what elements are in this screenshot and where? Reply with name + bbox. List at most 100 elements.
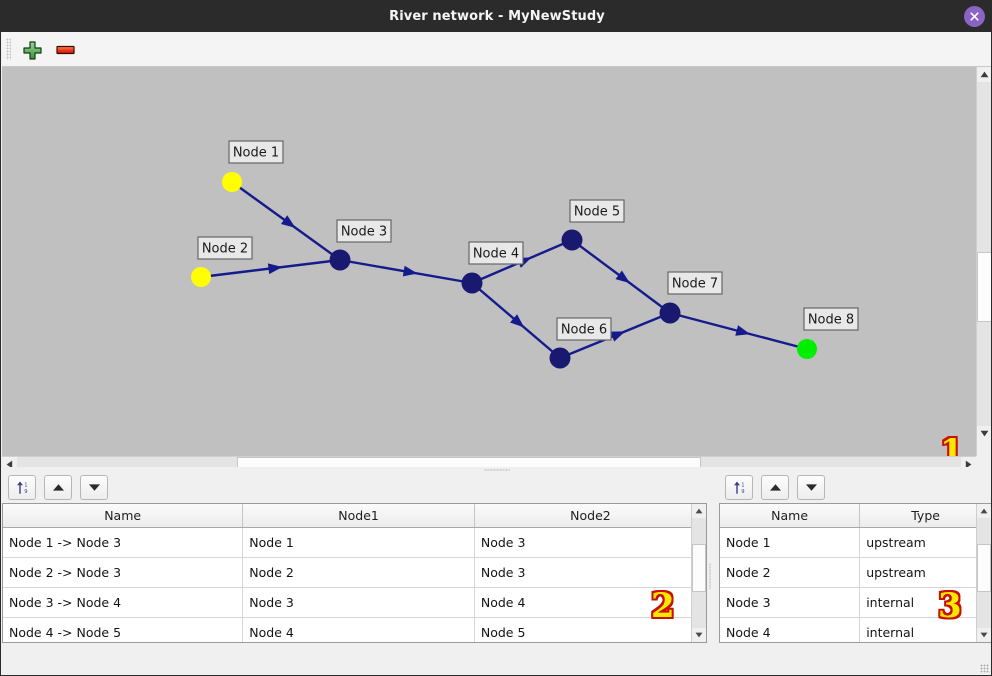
table-cell[interactable]: Node 3 -> Node 4 (3, 587, 244, 618)
links-move-up-button[interactable] (44, 475, 72, 500)
table-cell[interactable]: Node 5 (474, 617, 706, 642)
column-header[interactable]: Node1 (242, 504, 475, 528)
table-cell[interactable]: Node 3 (720, 587, 861, 618)
table-cell[interactable]: Node 4 -> Node 5 (3, 617, 244, 642)
splitter-grip-icon (709, 563, 711, 589)
table-cell[interactable]: Node 2 (720, 557, 861, 588)
svg-text:1: 1 (741, 483, 744, 489)
delete-node-button[interactable] (54, 39, 76, 61)
column-header[interactable]: Name (3, 504, 244, 528)
horizontal-splitter[interactable] (2, 467, 991, 473)
scroll-down-button[interactable] (977, 426, 991, 441)
scroll-up-button[interactable] (977, 67, 991, 82)
table-cell[interactable]: Node 1 (720, 527, 861, 558)
graph-node-label[interactable]: Node 1 (228, 140, 284, 164)
add-node-button[interactable] (21, 39, 43, 61)
graph-node[interactable] (549, 347, 571, 369)
table-cell[interactable]: upstream (859, 557, 991, 588)
graph-node-label[interactable]: Node 7 (667, 271, 723, 295)
window-resize-grip[interactable] (980, 664, 989, 673)
graph-node[interactable] (561, 229, 583, 251)
label-box (803, 307, 859, 331)
graph-node-label[interactable]: Node 2 (197, 236, 253, 260)
graph-node-label[interactable]: Node 5 (569, 199, 625, 223)
minus-icon (55, 45, 75, 55)
table-cell[interactable]: Node 4 (720, 617, 861, 642)
label-text: Node 5 (574, 205, 620, 220)
table-cell[interactable]: Node 2 (242, 557, 475, 588)
nodes-scroll-down-button[interactable] (977, 628, 991, 642)
table-cell[interactable]: Node 3 (242, 587, 475, 618)
table-cell[interactable]: Node 3 (474, 557, 706, 588)
table-cell[interactable]: Node 3 (474, 527, 706, 558)
close-button[interactable] (964, 6, 985, 27)
graph-vertical-scrollbar[interactable] (976, 67, 991, 456)
column-header[interactable]: Node2 (474, 504, 706, 528)
graph-vscroll-thumb[interactable] (977, 252, 991, 322)
graph-node[interactable] (797, 339, 817, 359)
edge-arrowhead-icon (402, 265, 418, 277)
window-title: River network - MyNewStudy (389, 9, 605, 24)
svg-text:1: 1 (24, 483, 27, 489)
table-cell[interactable]: Node 4 (242, 617, 475, 642)
edge-arrowhead-icon (610, 331, 626, 342)
vertical-splitter[interactable] (707, 506, 713, 646)
triangle-up-icon (980, 508, 988, 514)
nodes-sort-button[interactable]: 1 9 (725, 475, 753, 500)
nodes-move-down-button[interactable] (797, 475, 825, 500)
table-cell[interactable]: Node 1 (242, 527, 475, 558)
nodes-table-vertical-scrollbar[interactable] (976, 504, 991, 642)
label-text: Node 4 (473, 247, 519, 262)
svg-text:9: 9 (24, 489, 27, 495)
triangle-up-icon (695, 508, 703, 514)
triangle-down-icon (980, 430, 989, 437)
nodes-move-up-button[interactable] (761, 475, 789, 500)
graph-node-label[interactable]: Node 6 (556, 317, 612, 341)
graph-edges (200, 181, 808, 360)
table-cell[interactable]: internal (859, 587, 991, 618)
table-cell[interactable]: internal (859, 617, 991, 642)
table-cell[interactable]: Node 1 -> Node 3 (3, 527, 244, 558)
graph-node[interactable] (659, 302, 681, 324)
column-header[interactable]: Name (720, 504, 861, 528)
table-cell[interactable]: upstream (859, 527, 991, 558)
links-sort-button[interactable]: 1 9 (8, 475, 36, 500)
toolbar-drag-handle[interactable] (6, 38, 11, 60)
sort-ascending-icon: 1 9 (733, 481, 744, 495)
graph-node[interactable] (329, 249, 351, 271)
label-text: Node 7 (672, 277, 718, 292)
nodes-scroll-up-button[interactable] (977, 504, 991, 518)
nodes-vscroll-thumb[interactable] (977, 544, 991, 592)
graph-node-label[interactable]: Node 4 (468, 241, 524, 265)
network-graph-canvas[interactable]: Node 1 Node 2 Node 3 Node 4 Node 5 Node 6 Node… (2, 67, 976, 456)
links-table-vertical-scrollbar[interactable] (691, 504, 706, 642)
graph-node[interactable] (222, 172, 242, 192)
links-scroll-up-button[interactable] (692, 504, 706, 518)
table-cell[interactable]: Node 4 (474, 587, 706, 618)
links-scroll-down-button[interactable] (692, 628, 706, 642)
label-text: Node 6 (561, 323, 607, 338)
triangle-right-icon (965, 460, 972, 469)
graph-node[interactable] (461, 272, 483, 294)
table-cell[interactable]: Node 2 -> Node 3 (3, 557, 244, 588)
column-header[interactable]: Type (859, 504, 991, 528)
arrow-up-icon (52, 484, 64, 491)
graph-node-label[interactable]: Node 8 (803, 307, 859, 331)
graph-node-label[interactable]: Node 3 (336, 219, 392, 243)
links-move-down-button[interactable] (80, 475, 108, 500)
links-vscroll-thumb[interactable] (692, 544, 706, 592)
graph-node[interactable] (191, 267, 211, 287)
